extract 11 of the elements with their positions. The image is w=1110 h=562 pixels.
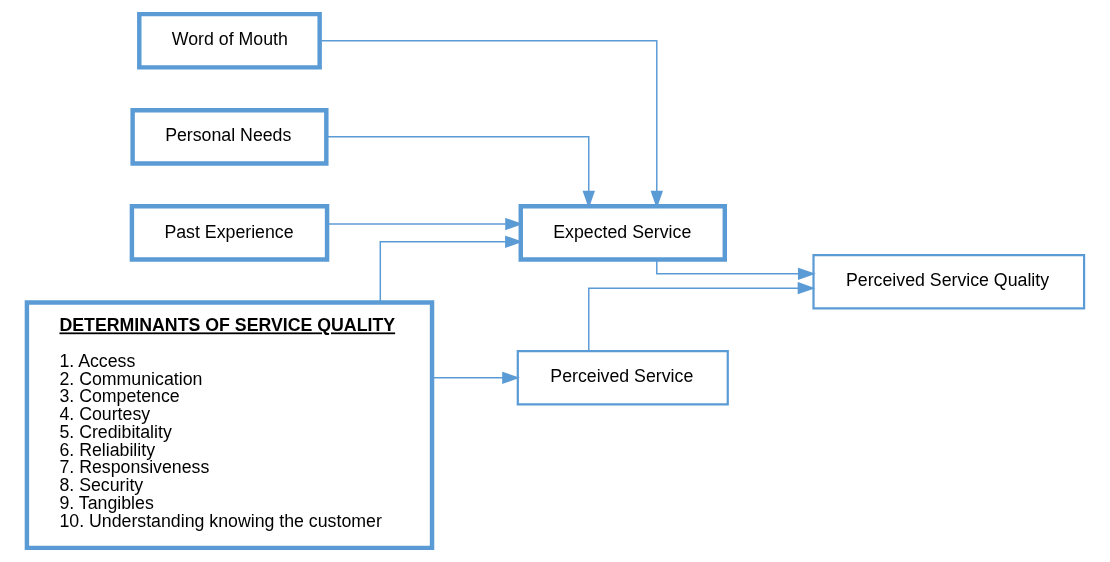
arrow <box>318 40 663 209</box>
node-box: Personal Needs <box>129 108 329 166</box>
arrow <box>325 136 595 209</box>
arrow <box>587 281 815 352</box>
node-box: Expected Service <box>518 204 727 262</box>
node-box: Word of Mouth <box>136 11 322 70</box>
node-box: Perceived Service <box>516 350 729 406</box>
node-box: Past Experience <box>129 204 329 262</box>
node-box: Perceived Service Quality <box>811 254 1085 310</box>
arrow <box>431 371 520 385</box>
node-box: DETERMINANTS OF SERVICE QUALITY 1. Access 2. Communication 3. Competence 4. Courtesy 5. Credibitality 6. Reliability 7. Responsiveness 8. Security 9. Tangibles 10. Understanding knowing the customer <box>24 300 434 551</box>
